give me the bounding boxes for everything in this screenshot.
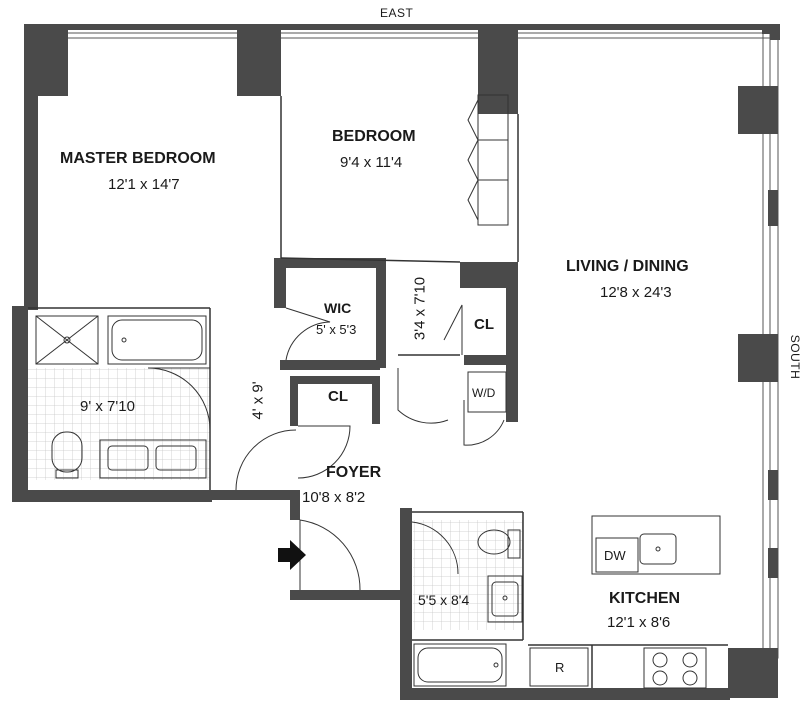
master-bedroom-dims: 12'1 x 14'7 xyxy=(108,176,180,193)
closet-living-name: CL xyxy=(474,316,494,333)
foyer-name: FOYER xyxy=(326,464,382,481)
compass-south-label: SOUTH xyxy=(788,334,800,380)
foyer-hall-dims: 4' x 9' xyxy=(249,381,267,420)
bath2-tile xyxy=(413,520,523,630)
walls xyxy=(12,24,780,700)
bedroom-name: BEDROOM xyxy=(332,128,416,145)
master-bath-dims: 9' x 7'10 xyxy=(80,398,135,415)
hall-dims: 3'4 x 7'10 xyxy=(411,276,429,341)
kitchen-name: KITCHEN xyxy=(609,590,681,607)
master-bath-fixtures xyxy=(35,315,207,479)
wic-name: WIC xyxy=(324,300,352,316)
dishwasher-label: DW xyxy=(604,548,626,563)
foyer-dims: 10'8 x 8'2 xyxy=(302,489,366,506)
interior-lines xyxy=(28,96,728,688)
kitchen-fixtures xyxy=(467,371,721,689)
door-swings xyxy=(147,304,505,591)
master-bath-tile xyxy=(26,368,210,480)
bath2-dims: 5'5 x 8'4 xyxy=(418,592,470,608)
closet-foyer-name: CL xyxy=(328,388,348,405)
bath2-fixtures xyxy=(413,529,523,687)
living-dining-dims: 12'8 x 24'3 xyxy=(600,284,672,301)
kitchen-dims: 12'1 x 8'6 xyxy=(607,614,671,631)
master-bedroom-name: MASTER BEDROOM xyxy=(60,150,216,167)
wic-dims: 5' x 5'3 xyxy=(316,322,357,337)
bedroom-dims: 9'4 x 11'4 xyxy=(340,154,403,171)
closet-bifold-doors xyxy=(467,94,509,226)
washer-dryer-label: W/D xyxy=(472,386,496,400)
refrigerator-label: R xyxy=(555,660,565,675)
living-dining-name: LIVING / DINING xyxy=(566,258,689,275)
entry-arrow-icon xyxy=(278,540,306,570)
compass-east-label: EAST xyxy=(380,6,414,20)
